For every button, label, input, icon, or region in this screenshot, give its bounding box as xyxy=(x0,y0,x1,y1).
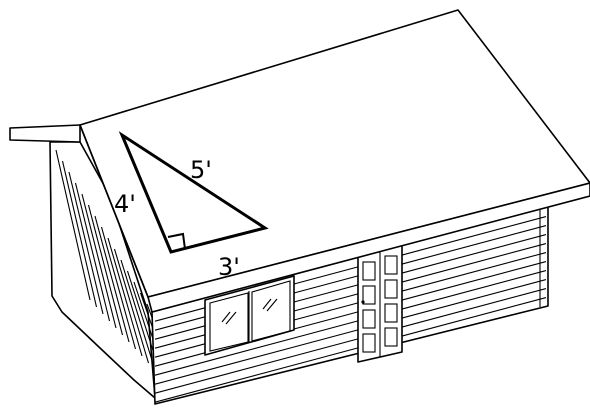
siding-line xyxy=(293,302,359,321)
door-panel xyxy=(384,327,398,347)
siding-line xyxy=(293,284,359,303)
siding-line xyxy=(401,261,547,301)
siding-line xyxy=(154,352,206,367)
gable-siding-line xyxy=(94,215,130,343)
gable-siding-line xyxy=(74,182,111,322)
siding-line xyxy=(293,320,359,339)
door-panel xyxy=(384,303,398,323)
roof xyxy=(9,9,590,313)
gable-siding-line xyxy=(113,248,150,364)
door-panel xyxy=(384,279,398,299)
door-panel xyxy=(362,261,376,281)
door-panel xyxy=(362,285,376,305)
siding-line xyxy=(293,275,359,294)
siding-line xyxy=(401,225,547,265)
door-panel xyxy=(362,309,376,329)
horizontal-leg-label: 3' xyxy=(218,253,240,281)
siding-line xyxy=(293,347,359,366)
hypotenuse-label: 5' xyxy=(190,156,212,184)
door xyxy=(357,242,403,363)
gable-siding-line xyxy=(81,193,117,329)
siding-line xyxy=(401,279,547,319)
window xyxy=(204,275,295,356)
siding-line xyxy=(154,361,206,376)
siding-line xyxy=(154,325,206,340)
door-panel xyxy=(384,255,398,275)
siding-line xyxy=(293,329,359,348)
siding-line xyxy=(204,364,295,390)
siding-line xyxy=(154,316,206,331)
gable-siding-line xyxy=(120,259,156,371)
siding-line xyxy=(204,355,295,381)
siding-line xyxy=(154,334,206,349)
siding-line xyxy=(154,307,206,322)
door-panel xyxy=(362,333,376,353)
siding-line xyxy=(204,337,295,363)
siding-line xyxy=(401,252,547,292)
gable-siding-line xyxy=(61,160,98,308)
front-wall-siding xyxy=(154,210,547,403)
siding-line xyxy=(154,388,206,403)
siding-line xyxy=(401,288,547,328)
siding-line xyxy=(293,338,359,357)
door-knob xyxy=(361,300,365,304)
vertical-leg-label: 4' xyxy=(114,190,136,218)
siding-line xyxy=(401,243,547,283)
siding-line xyxy=(293,311,359,330)
siding-line xyxy=(401,234,547,274)
siding-line xyxy=(204,346,295,372)
gable-siding-line xyxy=(87,204,124,336)
siding-line xyxy=(154,379,206,394)
siding-line xyxy=(401,216,547,256)
door-panels xyxy=(362,255,398,353)
siding-line xyxy=(401,270,547,310)
gable-siding-line xyxy=(107,237,143,357)
right-triangle: 5' 4' 3' xyxy=(114,131,269,281)
siding-line xyxy=(293,293,359,312)
siding-line xyxy=(154,343,206,358)
gable-siding-line xyxy=(68,171,104,315)
siding-line xyxy=(154,370,206,385)
siding-line xyxy=(293,266,359,285)
gable-siding-line xyxy=(55,149,91,301)
siding-line xyxy=(401,297,547,337)
gable-siding-line xyxy=(100,226,137,350)
